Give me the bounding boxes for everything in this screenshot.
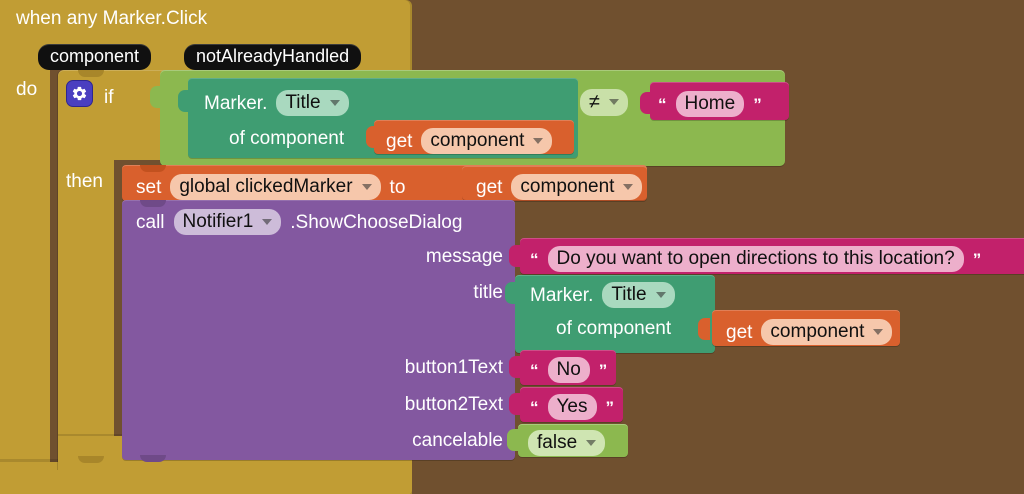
- logic-false-dropdown[interactable]: false: [528, 430, 606, 456]
- compare-operator-value: ≠: [589, 91, 600, 113]
- get-component-row-3: get component: [726, 319, 893, 345]
- marker-title-of-component-label-2: of component: [556, 318, 672, 339]
- text-no-value: No: [556, 359, 581, 380]
- get-component-variable-1: component: [430, 130, 525, 151]
- then-label: then: [66, 171, 103, 192]
- arg-label-cancelable: cancelable: [412, 430, 503, 451]
- chevron-down-icon: [608, 99, 619, 105]
- arg-label-title: title: [473, 282, 503, 303]
- message-socket: [509, 245, 521, 267]
- text-home-row: “ Home ”: [658, 91, 762, 117]
- marker-title-property-value: Title: [285, 92, 321, 113]
- get-label-3: get: [726, 321, 753, 343]
- marker-title-of-component-label: of component: [229, 128, 345, 149]
- arg-label-button2text: button2Text: [404, 394, 503, 415]
- event-param-component: component: [38, 44, 152, 70]
- if-left-column: [58, 160, 114, 460]
- marker-title-prefix-row-2: Marker. Title: [530, 282, 675, 308]
- open-quote-yes: “: [530, 397, 539, 417]
- chevron-down-icon: [586, 439, 597, 446]
- text-message-value: Do you want to open directions to this l…: [556, 248, 955, 269]
- event-left-column: [0, 70, 50, 494]
- cancelable-socket: [507, 429, 519, 451]
- arg-label-button1text: button1Text: [404, 357, 503, 378]
- get-component-variable-3: component: [770, 321, 865, 342]
- call-top-notch: [140, 200, 166, 207]
- text-no-input[interactable]: No: [547, 357, 590, 383]
- event-title: when any Marker.Click: [16, 8, 208, 29]
- marker-title-prefix: Marker.: [204, 92, 268, 114]
- open-quote-home: “: [658, 94, 667, 114]
- chevron-down-icon: [361, 183, 372, 190]
- set-global-value-socket: [446, 172, 458, 194]
- button1text-socket: [509, 356, 521, 378]
- marker-title-property-value-2: Title: [611, 284, 647, 305]
- chevron-down-icon: [873, 328, 884, 335]
- text-yes-row: “ Yes ”: [530, 394, 614, 420]
- gear-icon[interactable]: [66, 80, 93, 107]
- text-yes-input[interactable]: Yes: [547, 394, 597, 420]
- open-quote-no: “: [530, 360, 539, 380]
- if-condition-socket: [150, 86, 162, 108]
- compare-right-socket: [640, 92, 652, 114]
- compare-operator-dropdown[interactable]: ≠: [580, 89, 628, 116]
- marker-title-prefix-row: Marker. Title: [204, 90, 349, 116]
- chevron-down-icon: [655, 291, 666, 298]
- if-label: if: [104, 87, 114, 108]
- get-component-variable-dropdown-3[interactable]: component: [761, 319, 893, 345]
- open-quote-message: “: [530, 249, 539, 269]
- chevron-down-icon: [262, 218, 273, 225]
- set-global-top-notch: [140, 165, 166, 172]
- event-do-label: do: [16, 79, 38, 100]
- call-component-dropdown[interactable]: Notifier1: [173, 209, 282, 235]
- button2text-socket: [509, 393, 521, 415]
- call-method-name: .ShowChooseDialog: [290, 211, 463, 233]
- marker-title-prefix-2: Marker.: [530, 284, 594, 306]
- logic-false-value: false: [537, 432, 578, 453]
- get-component-row-2: get component: [476, 174, 643, 200]
- event-param-not-already-handled: notAlreadyHandled: [184, 44, 362, 70]
- set-label: set: [136, 176, 162, 198]
- close-quote-home: ”: [753, 94, 762, 114]
- chevron-down-icon: [329, 99, 340, 106]
- text-message-row: “ Do you want to open directions to this…: [530, 246, 981, 272]
- marker-title-component-socket-2: [698, 318, 710, 340]
- call-label: call: [136, 211, 165, 233]
- set-global-variable-dropdown[interactable]: global clickedMarker: [170, 174, 381, 200]
- compare-left-socket: [178, 90, 190, 112]
- text-message-input[interactable]: Do you want to open directions to this l…: [547, 246, 964, 272]
- set-global-row: set global clickedMarker to: [136, 174, 405, 200]
- if-bottom-notch: [78, 456, 104, 463]
- title-socket: [505, 282, 517, 304]
- close-quote-yes: ”: [605, 397, 615, 417]
- call-notifier-show-choose-dialog-block[interactable]: [122, 200, 515, 460]
- marker-title-property-dropdown[interactable]: Title: [276, 90, 349, 116]
- close-quote-message: ”: [972, 249, 982, 269]
- marker-title-property-dropdown-2[interactable]: Title: [602, 282, 675, 308]
- call-bottom-notch: [140, 455, 166, 462]
- set-global-variable: global clickedMarker: [179, 176, 353, 197]
- get-component-variable-2: component: [520, 176, 615, 197]
- get-label-1: get: [386, 130, 413, 152]
- get-component-variable-dropdown-1[interactable]: component: [421, 128, 553, 154]
- call-component-value: Notifier1: [182, 211, 254, 232]
- close-quote-no: ”: [598, 360, 608, 380]
- text-no-row: “ No ”: [530, 357, 607, 383]
- get-component-variable-dropdown-2[interactable]: component: [511, 174, 643, 200]
- chevron-down-icon: [623, 183, 634, 190]
- call-header-row: call Notifier1 .ShowChooseDialog: [136, 209, 462, 235]
- text-home-value: Home: [684, 93, 736, 114]
- get-component-row-1: get component: [386, 128, 553, 154]
- chevron-down-icon: [533, 137, 544, 144]
- set-to-label: to: [389, 176, 406, 198]
- get-label-2: get: [476, 176, 503, 198]
- arg-label-message: message: [425, 246, 503, 267]
- text-yes-value: Yes: [556, 396, 588, 417]
- if-top-notch: [78, 70, 104, 77]
- text-home-input[interactable]: Home: [675, 91, 745, 117]
